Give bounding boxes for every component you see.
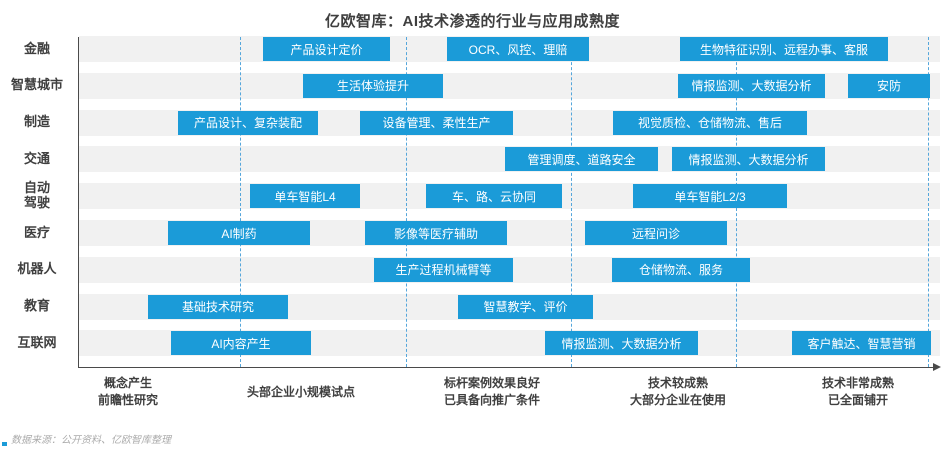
stage-label: 技术非常成熟 已全面铺开	[821, 376, 895, 407]
x-axis-arrow-icon	[933, 363, 941, 371]
industry-label: 互联网	[17, 334, 57, 350]
data-source-note: 数据来源：公开资料、亿欧智库整理	[11, 435, 171, 446]
industry-label: 机器人	[17, 261, 57, 277]
stage-divider-line	[240, 37, 241, 367]
app-box: 远程问诊	[585, 221, 727, 245]
industry-label: 医疗	[23, 224, 50, 240]
stage-label: 技术较成熟 大部分企业在使用	[629, 376, 727, 407]
x-axis-line	[78, 367, 935, 368]
app-box: 生活体验提升	[303, 73, 443, 98]
app-box: 基础技术研究	[148, 294, 288, 319]
app-box: 情报监测、大数据分析	[678, 73, 825, 98]
app-box: 生物特征识别、远程办事、客服	[680, 37, 888, 61]
stage-divider-line	[928, 37, 929, 367]
app-box: 智慧教学、评价	[458, 294, 593, 319]
app-box: 情报监测、大数据分析	[672, 147, 825, 172]
app-box: 单车智能L2/3	[633, 184, 787, 209]
stage-divider-line	[571, 37, 572, 367]
stage-divider-line	[406, 37, 407, 367]
app-box: 视觉质检、仓储物流、售后	[613, 110, 807, 135]
industry-label: 制造	[23, 114, 50, 130]
app-box: 仓储物流、服务	[612, 257, 750, 282]
app-box: AI内容产生	[171, 331, 311, 356]
app-box: 车、路、云协同	[426, 184, 562, 209]
industry-label: 自动 驾驶	[23, 180, 50, 211]
chart-title: 亿欧智库：AI技术渗透的行业与应用成熟度	[324, 13, 620, 30]
source-accent-mark	[2, 442, 7, 446]
app-box: 影像等医疗辅助	[365, 221, 507, 245]
app-box: 管理调度、道路安全	[505, 147, 658, 172]
industry-label: 智慧城市	[10, 77, 63, 93]
app-box: 情报监测、大数据分析	[545, 331, 698, 356]
industry-label: 金融	[23, 40, 50, 56]
app-box: 单车智能L4	[250, 184, 360, 209]
app-box: AI制药	[168, 221, 310, 245]
industry-label: 教育	[23, 298, 50, 314]
stage-label: 标杆案例效果良好 已具备向推广条件	[443, 376, 541, 407]
app-box: 产品设计定价	[263, 37, 390, 61]
stage-label: 概念产生 前瞻性研究	[97, 376, 159, 407]
app-box: OCR、风控、理赔	[447, 37, 589, 61]
stage-label: 头部企业小规模试点	[246, 384, 356, 399]
app-box: 产品设计、复杂装配	[178, 110, 318, 135]
app-box: 设备管理、柔性生产	[360, 110, 513, 135]
app-box: 安防	[848, 73, 930, 98]
app-box: 客户触达、智慧营销	[792, 331, 931, 356]
industry-label: 交通	[23, 150, 50, 166]
y-axis-line	[78, 37, 79, 368]
app-box: 生产过程机械臂等	[374, 257, 513, 282]
